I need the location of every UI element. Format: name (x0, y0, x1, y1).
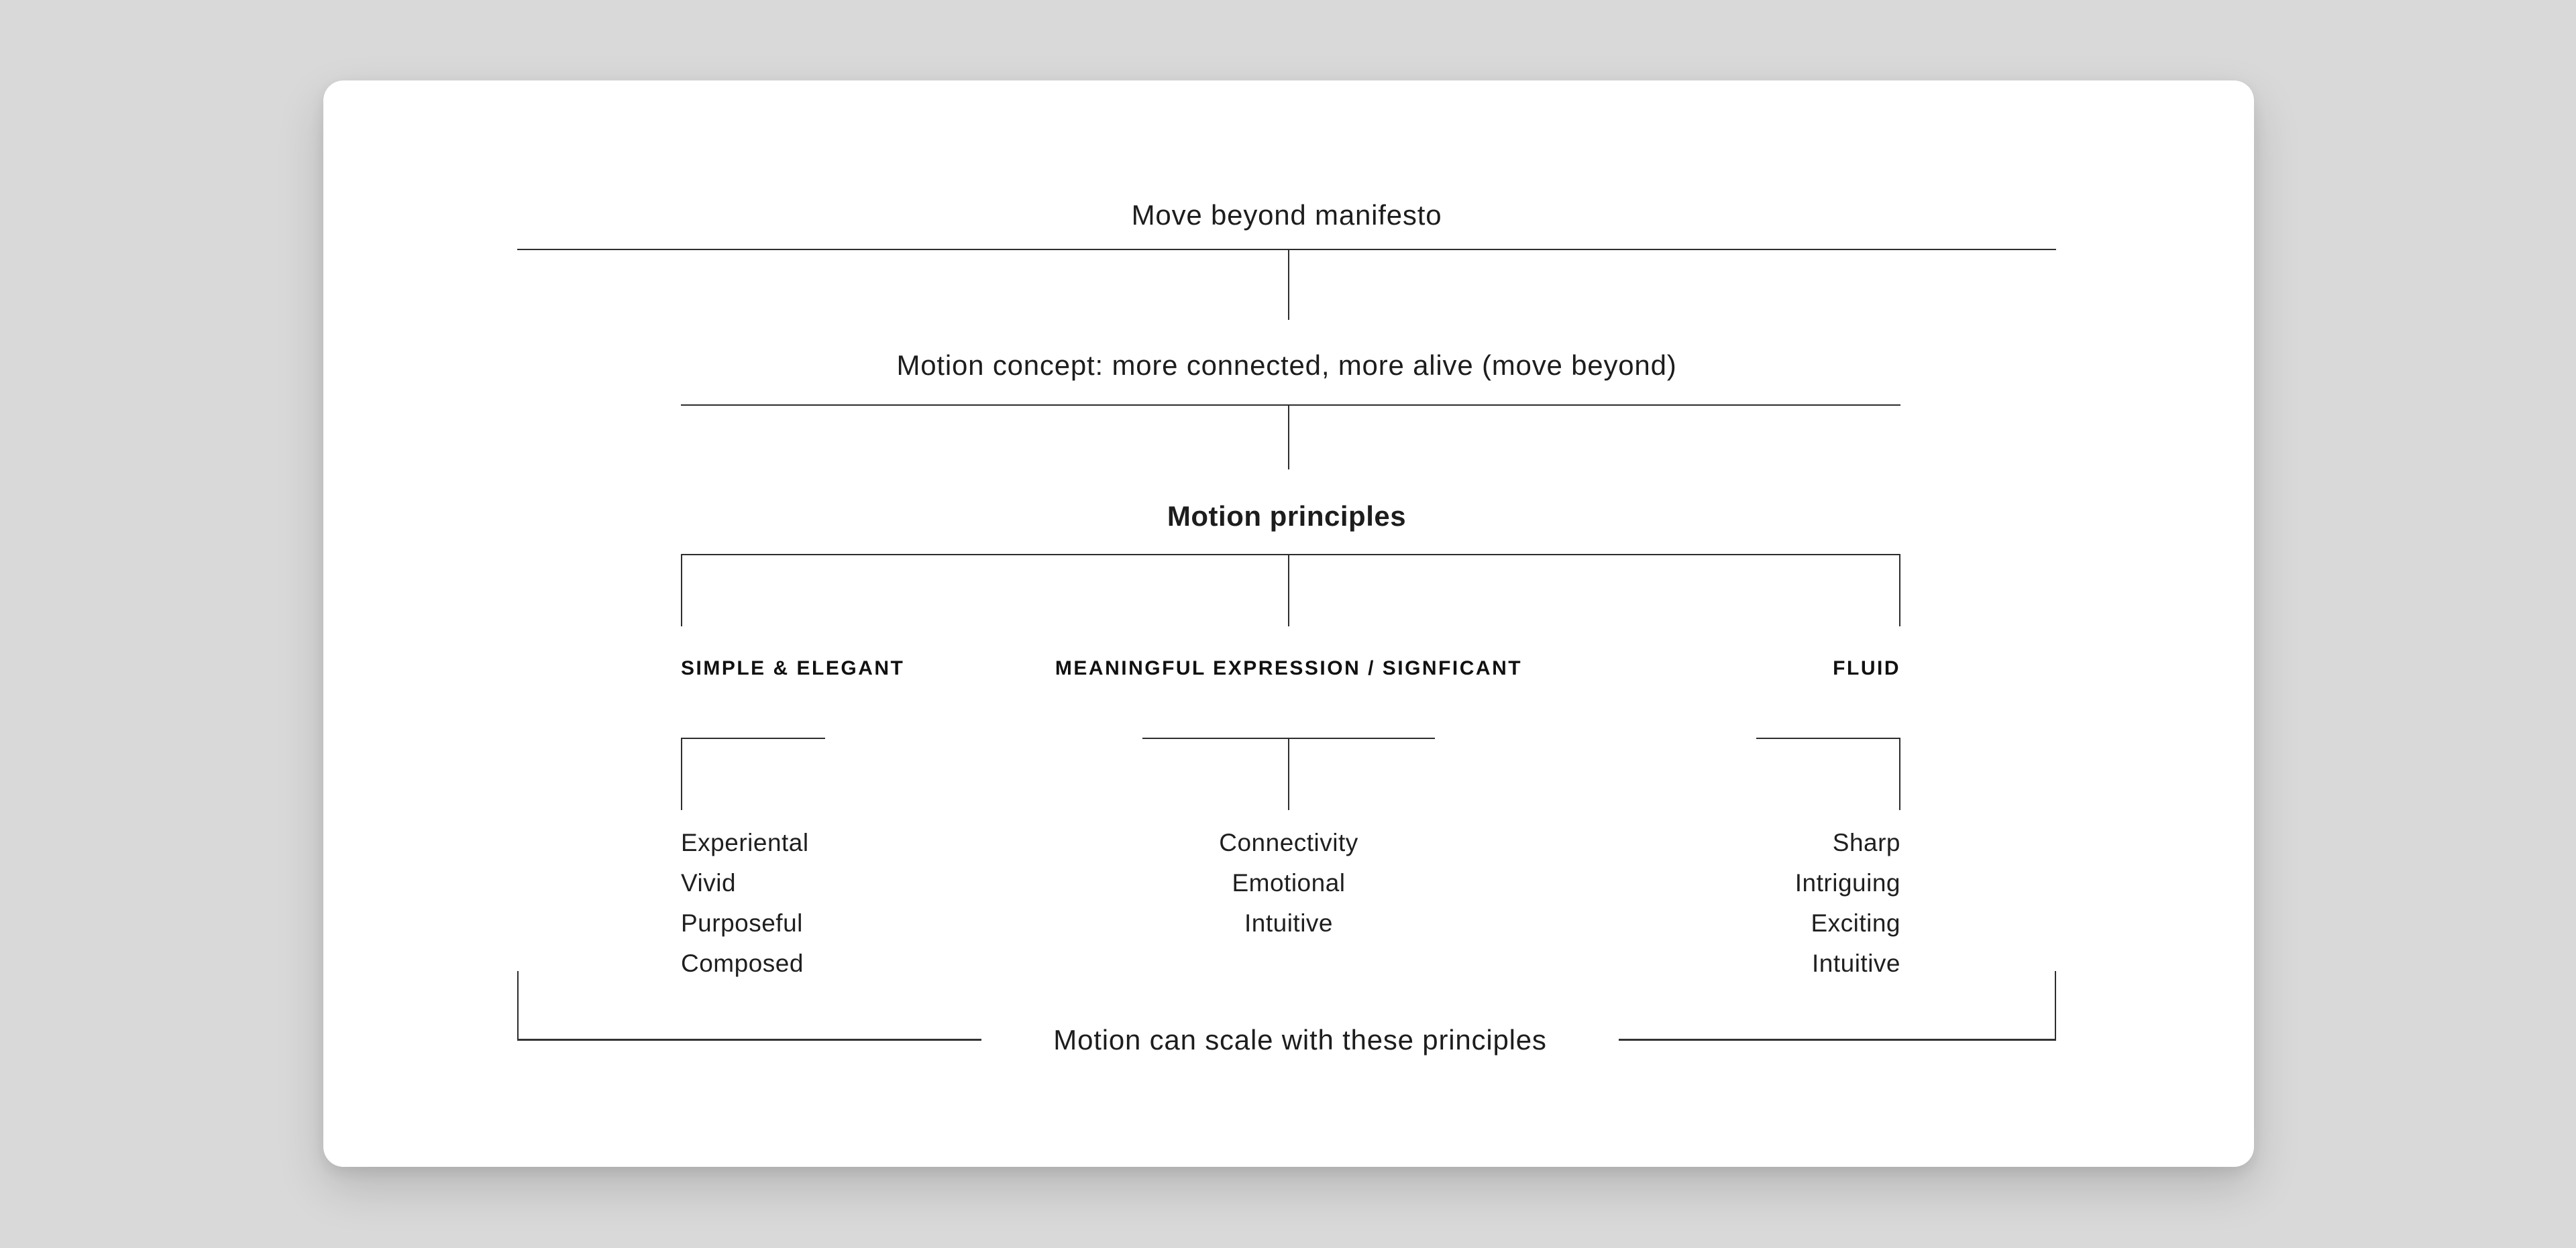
principles-bracket-bar (681, 554, 1900, 555)
column-list-simple-elegant: Experiental Vivid Purposeful Composed (681, 823, 809, 984)
list-item: Intriguing (1794, 869, 1900, 897)
manifesto-underline (517, 249, 2056, 250)
list-item: Intuitive (1811, 950, 1900, 977)
principles-bracket-right-drop (1899, 554, 1900, 626)
footer-bracket-right-bar (1619, 1039, 2056, 1041)
list-item: Experiental (681, 829, 809, 856)
column-list-fluid: Sharp Intriguing Exciting Intuitive (1565, 823, 1900, 984)
column-list-meaningful-expression: Connectivity Emotional Intuitive (953, 823, 1624, 944)
column-label-simple-elegant: SIMPLE & ELEGANT (681, 657, 905, 679)
sub-bracket-middle-drop (1288, 738, 1289, 810)
sub-bracket-left-drop (681, 738, 682, 810)
connector-concept-to-principles (1288, 404, 1289, 469)
manifesto-title: Move beyond manifesto (1131, 199, 1442, 231)
sub-bracket-right-bar (1756, 738, 1900, 739)
list-item: Sharp (1832, 829, 1900, 856)
list-item: Intuitive (1244, 909, 1333, 937)
footer-bracket-right-riser (2055, 971, 2056, 1041)
connector-manifesto-to-concept (1288, 249, 1289, 320)
sub-bracket-left-bar (681, 738, 825, 739)
list-item: Vivid (681, 869, 737, 897)
principles-title: Motion principles (1167, 500, 1407, 532)
list-item: Emotional (1232, 869, 1346, 897)
sub-bracket-right-drop (1899, 738, 1900, 810)
column-label-fluid: FLUID (1833, 657, 1900, 679)
list-item: Exciting (1811, 909, 1900, 937)
list-item: Composed (681, 950, 804, 977)
column-label-meaningful-expression: MEANINGFUL EXPRESSION / SIGNFICANT (1055, 657, 1523, 679)
footer-bracket-left-bar (517, 1039, 981, 1041)
footer-title: Motion can scale with these principles (1053, 1024, 1547, 1056)
list-item: Connectivity (1219, 829, 1358, 856)
principles-bracket-left-drop (681, 554, 682, 626)
principles-bracket-center-drop (1288, 554, 1289, 626)
list-item: Purposeful (681, 909, 803, 937)
footer-bracket-left-riser (517, 971, 519, 1041)
concept-title: Motion concept: more connected, more ali… (896, 349, 1677, 381)
concept-underline (681, 404, 1900, 406)
